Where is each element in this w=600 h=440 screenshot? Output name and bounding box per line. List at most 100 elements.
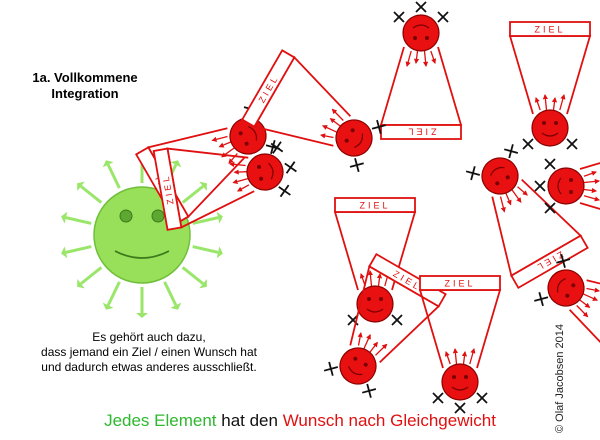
goal-label-box (509, 21, 591, 37)
sun-ray (80, 185, 103, 204)
wish-arrow (413, 50, 420, 65)
ball-eye (367, 297, 371, 301)
wish-arrow (375, 343, 388, 356)
sun-ray-head (199, 278, 207, 289)
ball-mouth (490, 166, 505, 176)
goal-seeking-elements: ZIELZIELZIELZIELZIELZIELZIELZIELZIELZIEL… (134, 1, 600, 414)
wish-arrow (232, 177, 249, 185)
goal-element: ZIEL (152, 141, 297, 231)
sun-ray (192, 245, 219, 254)
sun-ray (106, 164, 121, 189)
sun-ray (80, 266, 103, 285)
cross-mark (508, 144, 514, 159)
wish-arrow (319, 133, 334, 139)
ball-eye (238, 131, 243, 136)
ball-eye (257, 164, 262, 169)
ball-eye (353, 356, 358, 361)
wish-arrow (469, 347, 476, 365)
wish-arrow (363, 333, 371, 349)
sun-eye (119, 209, 133, 223)
ball-eye (542, 121, 546, 125)
red-element-ball (441, 363, 479, 401)
caption-middle: hat den (216, 411, 283, 430)
cross-mark (544, 202, 556, 214)
ball-mouth (348, 366, 363, 376)
cross-mark (437, 11, 449, 23)
wish-arrow (228, 153, 238, 164)
ball-eye (569, 178, 573, 182)
cross-mark (361, 388, 377, 394)
ball-eye (413, 36, 417, 40)
wish-arrow (218, 141, 231, 148)
wish-arrow (583, 178, 600, 185)
cross-mark (470, 166, 476, 181)
cross-mark (376, 119, 382, 135)
wish-arrow (499, 196, 506, 213)
wish-arrow (430, 50, 437, 64)
cross-mark (454, 402, 466, 414)
cross-mark (538, 291, 544, 307)
description-line-2: dass jemand ein Ziel / einen Wunsch hat (41, 345, 257, 359)
goal-label-box (368, 252, 447, 308)
title-line-1: 1a. Vollkommene (32, 70, 138, 85)
sun-ray-head (216, 211, 223, 224)
ball-eye (259, 176, 264, 181)
title-line-2: Integration (51, 86, 119, 101)
red-element-ball (531, 109, 569, 147)
ball-mouth (354, 133, 364, 148)
goal-element: ZIEL (534, 144, 600, 228)
wish-arrow (369, 341, 378, 353)
wish-arrow (405, 50, 412, 68)
ball-eye (505, 175, 510, 180)
cross-mark (544, 158, 556, 170)
sun-ray-head (199, 181, 207, 192)
goal-label: ZIEL (444, 279, 475, 289)
cross-mark (354, 157, 360, 173)
sun-ray-head (77, 181, 85, 192)
sun-ray-head (102, 302, 114, 310)
cross-mark (391, 314, 403, 326)
ball-eye (464, 375, 468, 379)
wish-arrow (583, 293, 599, 301)
goal-element: ZIEL (508, 21, 592, 150)
sun-ray (181, 266, 204, 285)
goal-element: ZIEL (418, 275, 502, 414)
ball-mouth (268, 162, 274, 180)
ball-mouth (248, 126, 258, 141)
red-element-ball (356, 285, 394, 323)
ball-eye (571, 283, 576, 288)
sun-ray-head (136, 313, 148, 318)
red-element-ball (547, 269, 585, 307)
wish-arrow (583, 195, 600, 202)
ball-eye (379, 297, 383, 301)
wish-arrow (444, 351, 451, 365)
wish-arrow (331, 108, 344, 121)
red-element-ball (547, 167, 585, 205)
wish-arrow (505, 193, 512, 206)
wish-arrow (321, 125, 337, 133)
ball-eye (569, 190, 573, 194)
goal-element: ZIEL (465, 144, 589, 290)
sun-ray-head (170, 302, 182, 310)
sun-ray (65, 216, 92, 225)
goal-label-box (510, 234, 589, 290)
cross-mark (534, 180, 546, 192)
wish-arrow (367, 269, 374, 287)
caption-wish: Wunsch nach Gleichgewicht (282, 411, 496, 430)
sun-ray-head (61, 246, 68, 259)
cross-mark (415, 1, 427, 13)
wish-arrow (559, 93, 566, 111)
ball-mouth (556, 278, 566, 293)
cross-mark (284, 162, 297, 173)
ball-mouth (412, 24, 430, 29)
ball-mouth (557, 177, 562, 195)
cross-mark (393, 11, 405, 23)
goal-funnel (508, 35, 592, 115)
wish-arrow (583, 170, 597, 177)
diagram-title: 1a. Vollkommene Integration (10, 70, 160, 102)
caption: Jedes Element hat den Wunsch nach Gleich… (0, 411, 600, 431)
red-element-ball (402, 14, 440, 52)
wish-arrow (461, 350, 468, 365)
